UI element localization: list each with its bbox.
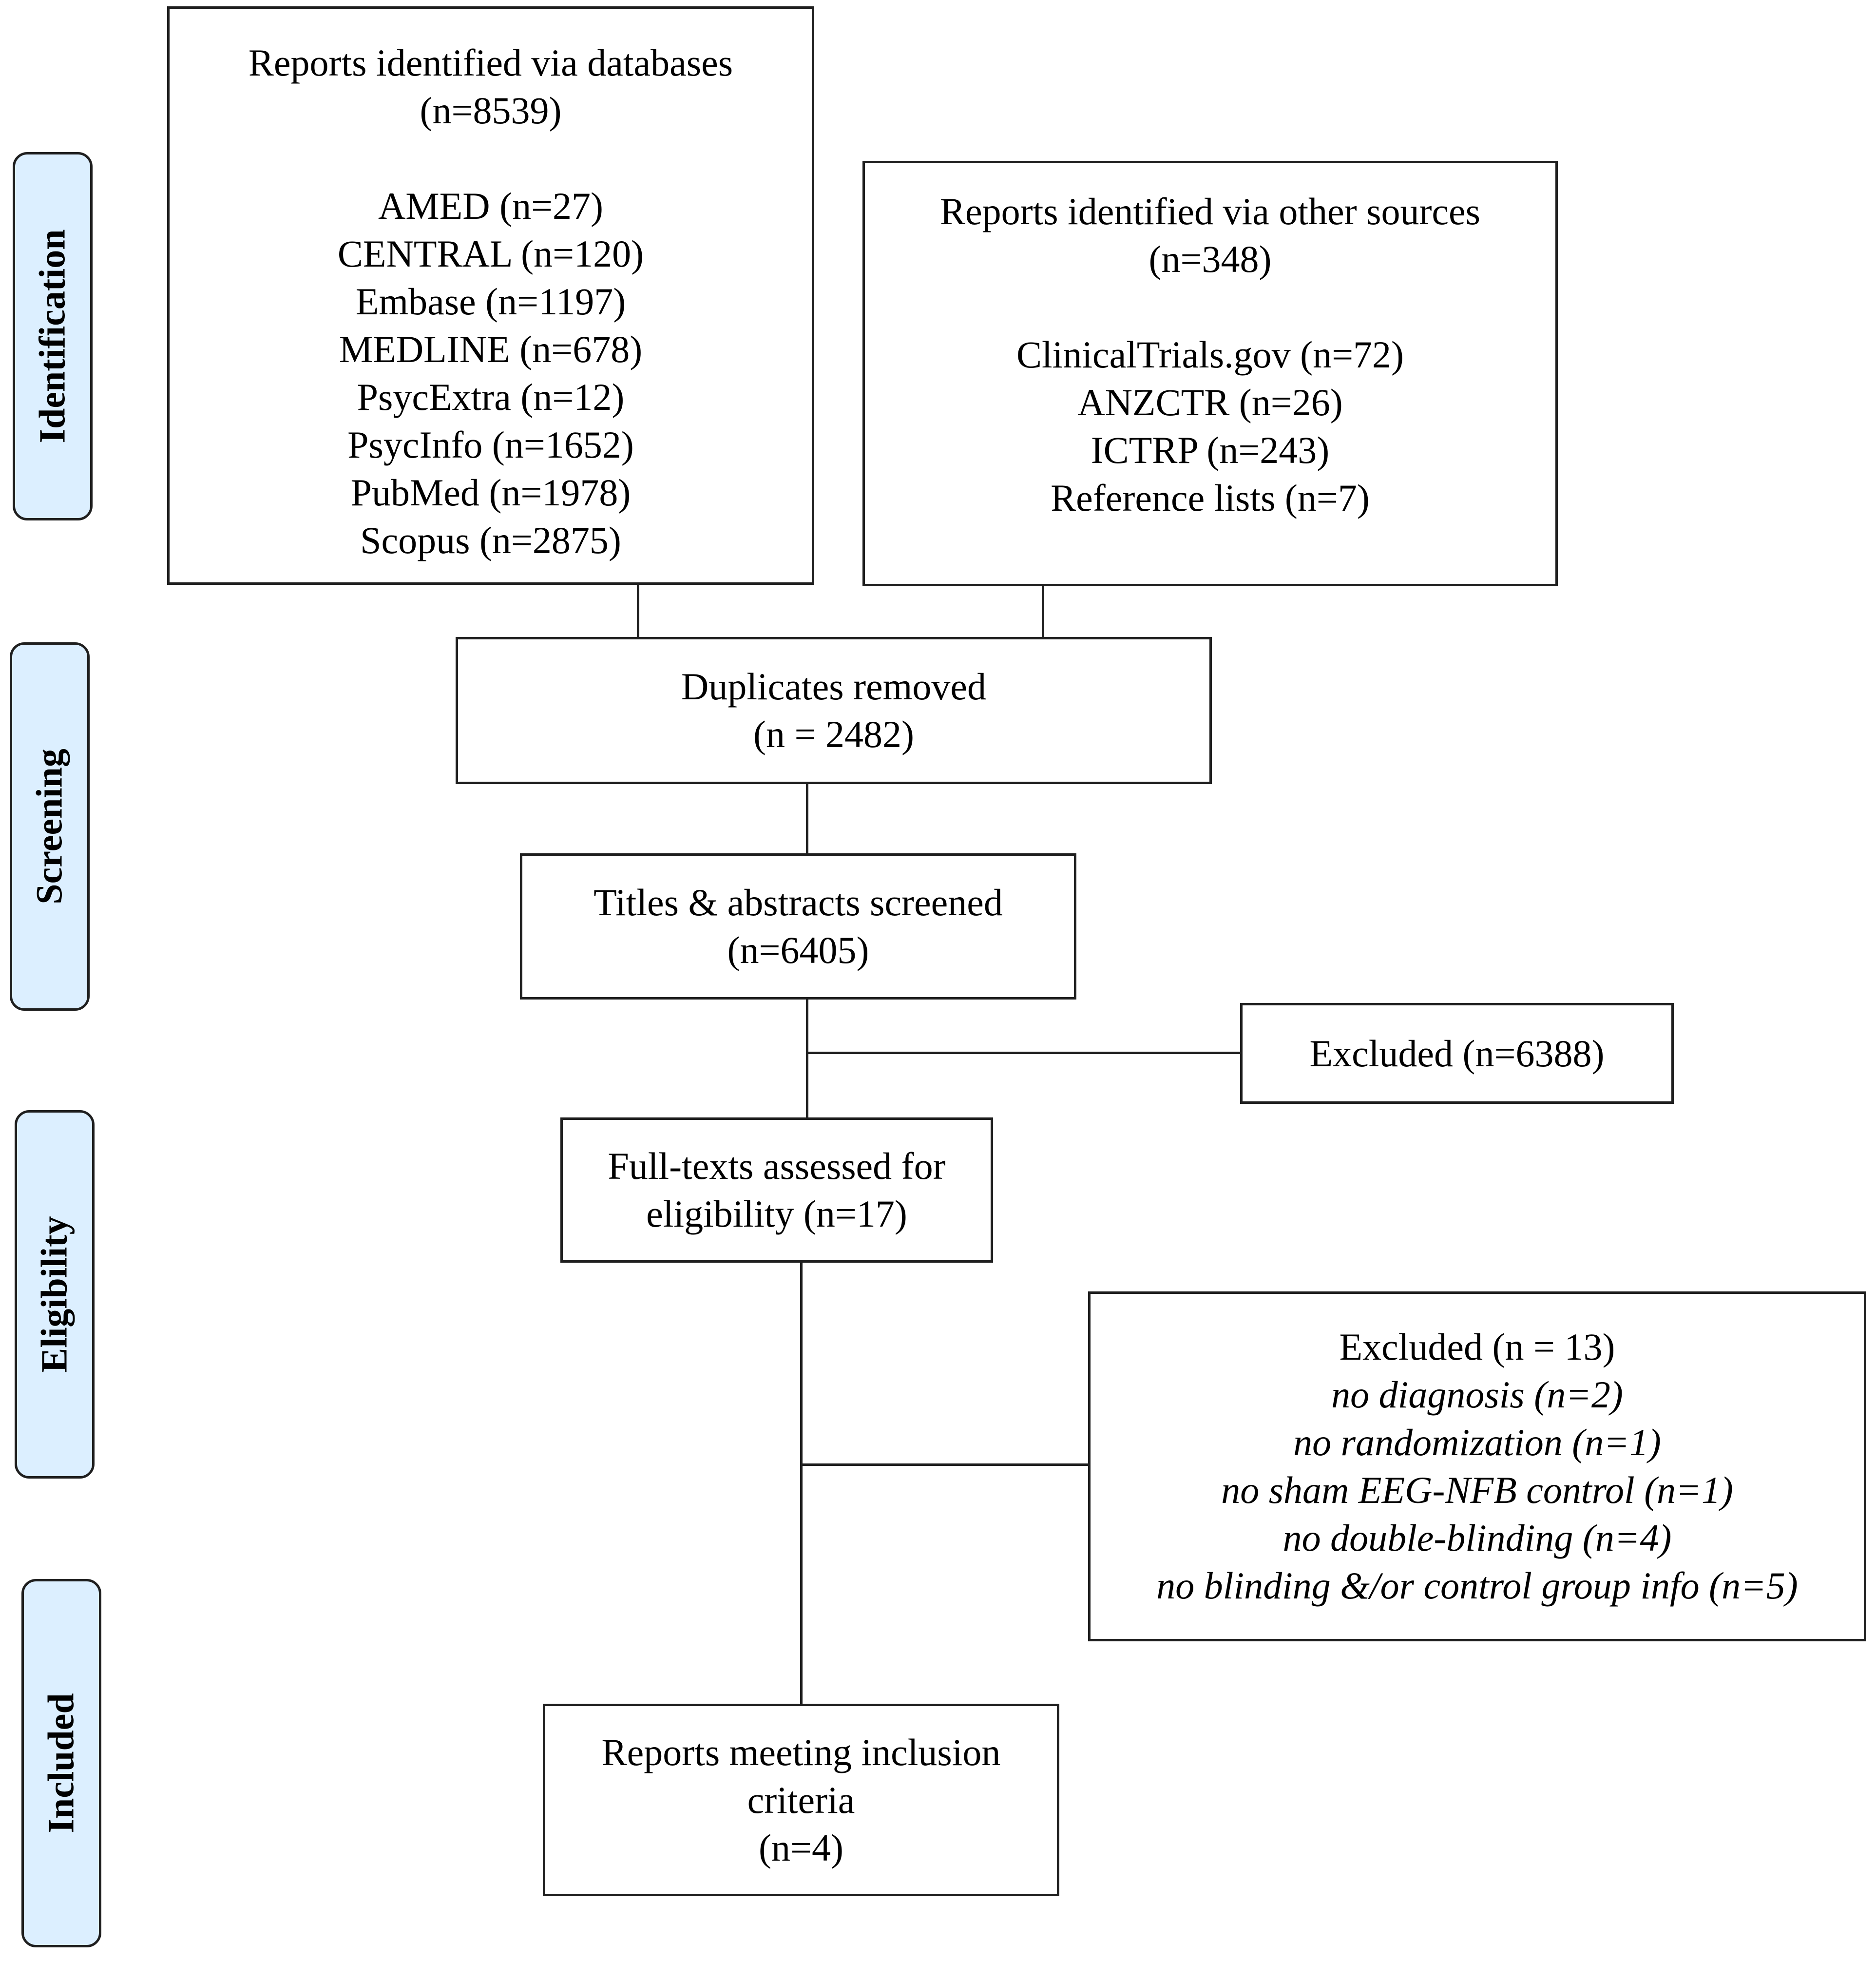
screened-box: Titles & abstracts screened (n=6405) — [520, 853, 1076, 1000]
databases-box: Reports identified via databases (n=8539… — [167, 6, 814, 585]
database-item: MEDLINE (n=678) — [339, 328, 643, 370]
fulltext-box: Full-texts assessed for eligibility (n=1… — [560, 1117, 993, 1263]
database-item: PsycExtra (n=12) — [357, 376, 625, 418]
other-source-item: ANZCTR (n=26) — [1077, 381, 1343, 423]
duplicates-box: Duplicates removed (n = 2482) — [456, 637, 1212, 784]
exclusion-reason: no sham EEG-NFB control (n=1) — [1221, 1469, 1733, 1511]
database-item: Scopus (n=2875) — [360, 519, 621, 561]
database-item: AMED (n=27) — [378, 185, 604, 227]
database-item: PsycInfo (n=1652) — [347, 423, 634, 466]
connector-to-excluded-fulltext — [802, 1463, 1088, 1466]
screened-label: Titles & abstracts screened — [593, 881, 1003, 923]
stage-label: Identification — [32, 229, 73, 443]
connector-fulltext-to-included — [800, 1261, 803, 1704]
excluded-fulltext-box: Excluded (n = 13) no diagnosis (n=2) no … — [1088, 1291, 1866, 1641]
databases-title: Reports identified via databases — [248, 41, 733, 84]
stage-eligibility: Eligibility — [15, 1110, 95, 1479]
database-item: CENTRAL (n=120) — [337, 232, 644, 275]
stage-included: Included — [21, 1579, 101, 1947]
exclusion-reason: no double-blinding (n=4) — [1283, 1517, 1672, 1559]
included-count: (n=4) — [759, 1826, 843, 1869]
other-source-item: ICTRP (n=243) — [1091, 429, 1330, 471]
connector-screened-to-fulltext — [806, 998, 808, 1117]
fulltext-count: eligibility (n=17) — [646, 1193, 907, 1235]
other-source-item: Reference lists (n=7) — [1051, 477, 1370, 519]
databases-count: (n=8539) — [420, 89, 562, 132]
exclusion-reason: no blinding &/or control group info (n=5… — [1156, 1564, 1798, 1607]
duplicates-count: (n = 2482) — [753, 713, 914, 755]
other-sources-count: (n=348) — [1149, 238, 1272, 280]
included-label-line2: criteria — [747, 1778, 855, 1821]
stage-label: Screening — [29, 749, 70, 904]
database-item: PubMed (n=1978) — [350, 471, 631, 514]
excluded-fulltext-title: Excluded (n = 13) — [1339, 1326, 1615, 1368]
connector-duplicates-to-screened — [806, 783, 808, 853]
excluded-screening-box: Excluded (n=6388) — [1240, 1003, 1674, 1104]
connector-other-down — [1042, 585, 1044, 637]
other-source-item: ClinicalTrials.gov (n=72) — [1016, 333, 1404, 376]
exclusion-reason: no randomization (n=1) — [1293, 1421, 1661, 1463]
fulltext-label: Full-texts assessed for — [608, 1145, 946, 1187]
connector-databases-down — [637, 583, 639, 637]
excluded-screening-label: Excluded (n=6388) — [1309, 1032, 1605, 1075]
included-box: Reports meeting inclusion criteria (n=4) — [543, 1704, 1059, 1896]
screened-count: (n=6405) — [727, 929, 869, 971]
duplicates-label: Duplicates removed — [681, 665, 986, 708]
stage-identification: Identification — [13, 152, 93, 520]
included-label-line1: Reports meeting inclusion — [601, 1731, 1001, 1773]
other-sources-box: Reports identified via other sources (n=… — [862, 161, 1558, 586]
stage-label: Eligibility — [34, 1216, 75, 1373]
database-item: Embase (n=1197) — [355, 280, 626, 323]
stage-label: Included — [40, 1693, 82, 1833]
stage-screening: Screening — [10, 642, 90, 1011]
connector-to-excluded-screening — [807, 1052, 1241, 1054]
other-sources-title: Reports identified via other sources — [939, 190, 1481, 232]
exclusion-reason: no diagnosis (n=2) — [1331, 1373, 1623, 1416]
